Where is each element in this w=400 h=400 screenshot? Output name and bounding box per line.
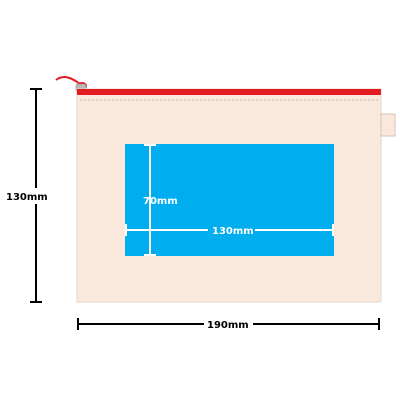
- width-dimension-line: [77, 318, 380, 330]
- print-area: [125, 144, 334, 256]
- print-height-label: 70mm: [143, 196, 178, 207]
- pouch-side-tab: [380, 113, 396, 137]
- print-width-dimension: [125, 224, 334, 236]
- width-label: 190mm: [207, 320, 249, 331]
- print-width-label: 130mm: [212, 226, 254, 237]
- height-label: 130mm: [6, 192, 48, 203]
- zipper-strip: [77, 89, 381, 95]
- print-height-dimension: [144, 144, 156, 256]
